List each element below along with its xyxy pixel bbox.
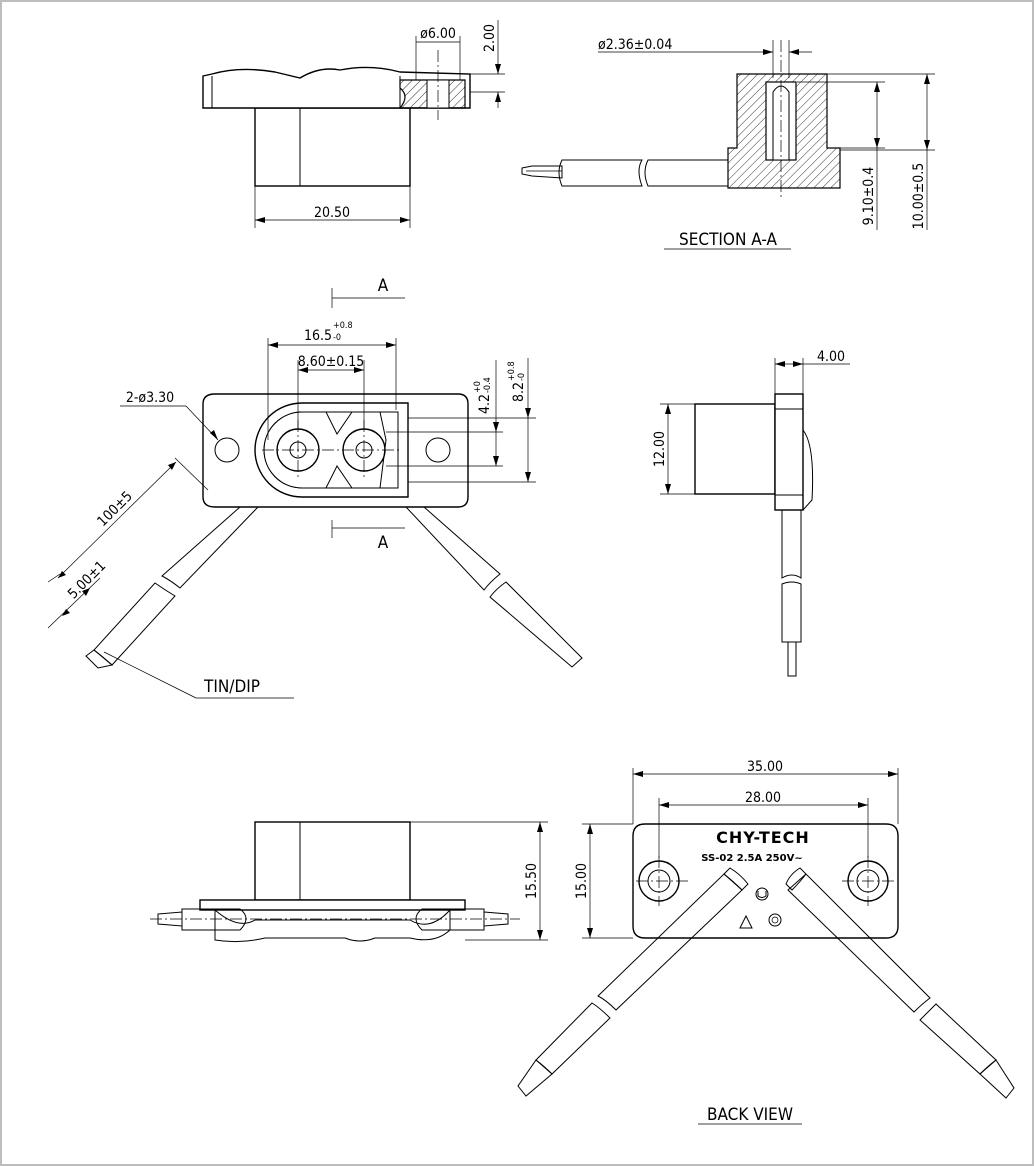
dim-depth: 9.10±0.4: [861, 167, 877, 226]
top-view: 20.50 ø6.00 2.00: [202, 20, 505, 228]
dim-inner-tol-lower: -0.4: [483, 377, 493, 393]
back-view: CHY-TECH SS-02 2.5A 250V~: [517, 759, 1015, 1125]
brand-logo: CHY-TECH: [716, 828, 810, 847]
side-view: 4.00 12.00: [652, 349, 850, 677]
bottom-view: 15.50: [150, 821, 548, 943]
top-view-body: [254, 107, 411, 187]
section-mark-top: A: [378, 276, 389, 296]
dim-pin-pitch: 8.60±0.15: [298, 354, 365, 370]
top-view-flange: [202, 66, 471, 109]
bottom-lead-right: [415, 908, 485, 931]
rating-text: SS-02 2.5A 250V~: [701, 853, 802, 864]
dim-inner-height: 4.2: [477, 394, 493, 414]
bottom-body: [254, 821, 411, 901]
section-view: ø2.36±0.04 9.10±0.4 10.00±0.5 SECTION A-…: [521, 37, 935, 250]
back-lead-right: [787, 873, 1015, 1099]
mount-hole-left: [214, 437, 240, 463]
dim-overall-height: 15.50: [524, 863, 540, 899]
dim-body-height: 12.00: [652, 431, 668, 467]
dim-back-height: 15.00: [574, 863, 590, 899]
mount-hole-right: [425, 437, 451, 463]
dim-outer-height-tol-lower: -0: [517, 373, 527, 381]
back-flange: [632, 823, 899, 939]
dim-outer-width: 16.5: [304, 328, 332, 344]
dim-lead-length: 100±5: [94, 488, 135, 529]
dim-outer-tol-lower: -0: [333, 333, 341, 343]
dim-outer-height: 8.2: [511, 382, 527, 402]
front-lead-right: [404, 506, 583, 668]
front-view: A A 16.5 +0.8 -0 8.60±0.15 2-ø3.: [47, 276, 583, 699]
side-lead-upper: [781, 509, 802, 579]
dim-body-width: 20.50: [314, 205, 350, 221]
bottom-lead-left: [181, 908, 247, 931]
side-flange: [774, 393, 804, 511]
dim-outer-height-tol-upper: +0.8: [507, 361, 517, 381]
back-lead-left: [517, 873, 743, 1097]
section-lead-wire-2: [644, 159, 729, 187]
socket-outer: [254, 402, 409, 498]
section-caption: SECTION A-A: [679, 230, 777, 250]
back-view-caption: BACK VIEW: [707, 1105, 793, 1125]
pse-mark-icon: [739, 914, 753, 929]
dim-overall-length: 35.00: [747, 759, 783, 775]
dim-mount-holes: 2-ø3.30: [126, 390, 174, 406]
dim-inner-tol-upper: +0: [473, 381, 483, 393]
dim-flange-thk: 2.00: [482, 24, 498, 52]
front-lead-left: [85, 506, 260, 669]
dim-hole-pitch: 28.00: [745, 790, 781, 806]
dim-hole-dia: ø6.00: [420, 26, 456, 42]
side-body: [694, 403, 776, 495]
section-lead-wire-1: [558, 159, 643, 187]
lead-finish-label: TIN/DIP: [203, 677, 260, 697]
dim-pin-dia: ø2.36±0.04: [598, 37, 672, 53]
dim-height: 10.00±0.5: [911, 163, 927, 230]
dim-outer-tol-upper: +0.8: [333, 321, 353, 331]
front-flange: [202, 393, 469, 508]
ur-mark-icon: [755, 887, 769, 901]
section-mark-bottom: A: [378, 533, 389, 553]
dim-flange: 4.00: [817, 349, 845, 365]
ccc-mark-icon: [768, 913, 782, 927]
side-lead-lower: [781, 581, 802, 643]
